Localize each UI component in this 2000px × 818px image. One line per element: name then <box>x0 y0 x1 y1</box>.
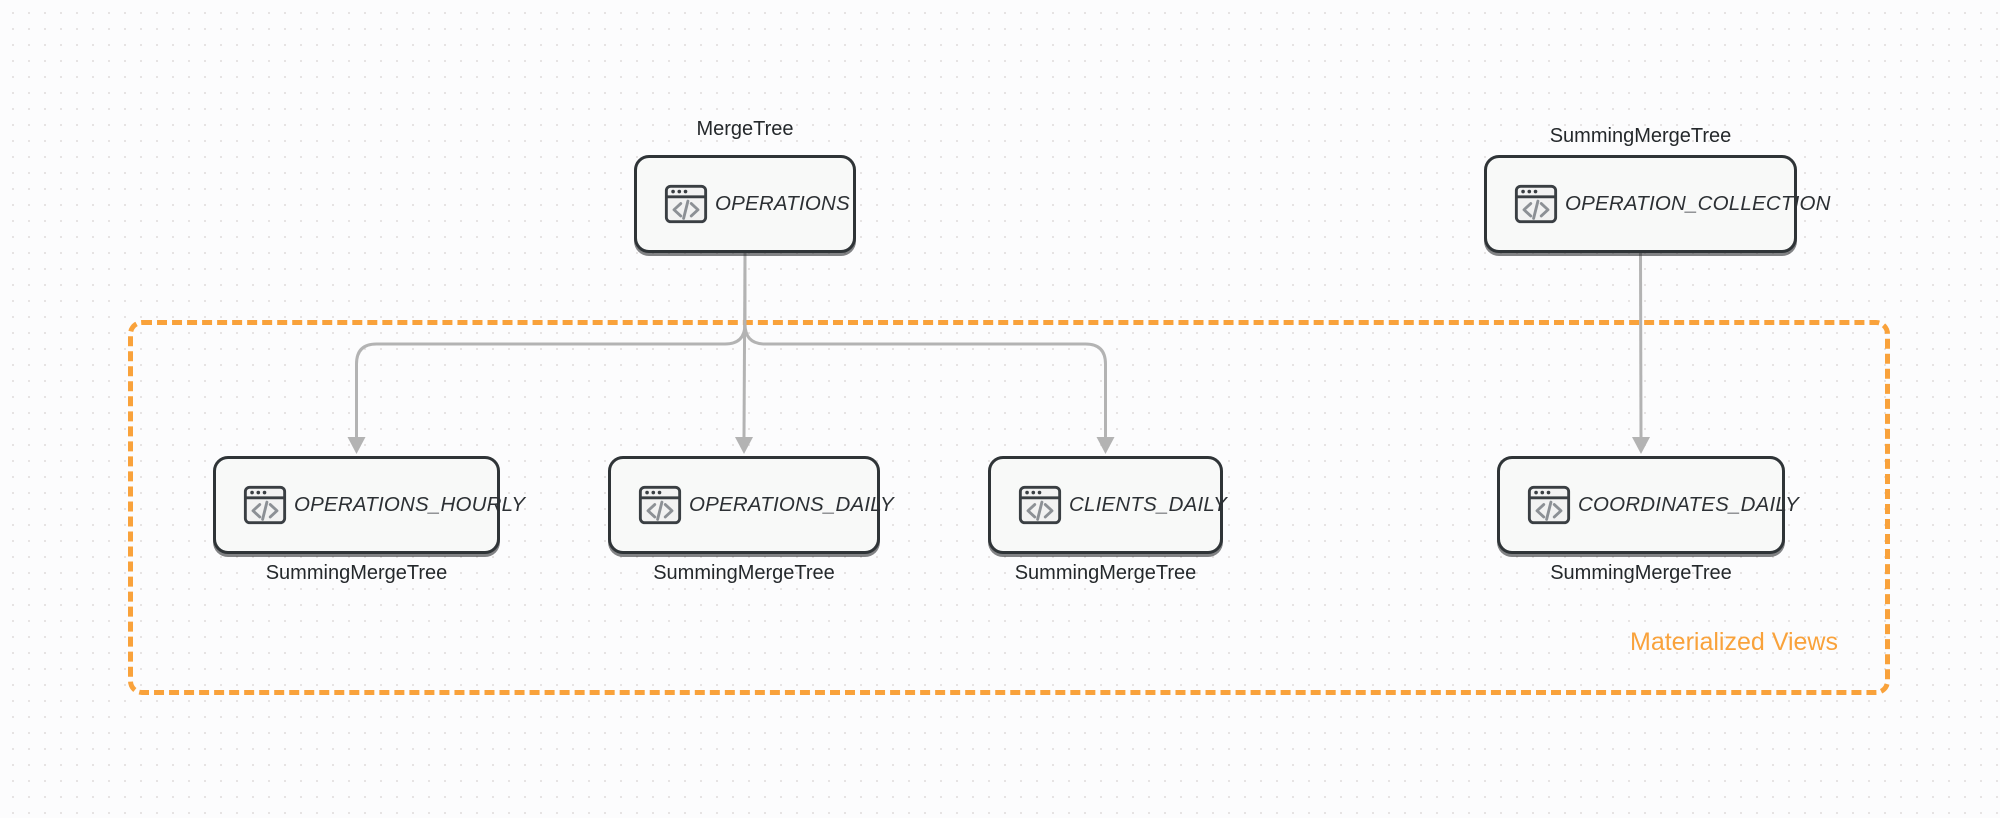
code-window-icon <box>243 485 287 525</box>
node-title: OPERATIONS_HOURLY <box>294 493 526 516</box>
code-window-icon <box>638 485 682 525</box>
code-window-icon-wrap <box>637 482 683 528</box>
node-title: COORDINATES_DAILY <box>1578 493 1799 516</box>
node-clients_daily[interactable]: CLIENTS_DAILY <box>988 456 1227 554</box>
code-window-icon-wrap <box>663 181 709 227</box>
node-title: OPERATION_COLLECTION <box>1565 192 1831 215</box>
node-operations_daily[interactable]: OPERATIONS_DAILY <box>608 456 894 554</box>
code-window-icon <box>1018 485 1062 525</box>
code-window-icon-wrap <box>1526 482 1572 528</box>
node-title: OPERATIONS_DAILY <box>689 493 894 516</box>
node-operations_hourly[interactable]: OPERATIONS_HOURLY <box>213 456 525 554</box>
code-window-icon <box>664 184 708 224</box>
code-window-icon <box>1514 184 1558 224</box>
engine-label-operations_daily: SummingMergeTree <box>653 562 835 584</box>
engine-label-operation_collection: SummingMergeTree <box>1549 125 1732 147</box>
code-window-icon <box>1527 485 1571 525</box>
engine-label-clients_daily: SummingMergeTree <box>1014 562 1197 584</box>
code-window-icon-wrap <box>1513 181 1559 227</box>
engine-label-coordinates_daily: SummingMergeTree <box>1550 562 1732 584</box>
node-title: CLIENTS_DAILY <box>1069 493 1227 516</box>
materialized-views-label: Materialized Views <box>1630 628 1838 656</box>
node-operation_collection[interactable]: OPERATION_COLLECTION <box>1484 155 1830 253</box>
engine-label-operations_hourly: SummingMergeTree <box>265 562 448 584</box>
engine-label-operations: MergeTree <box>696 118 794 140</box>
node-operations[interactable]: OPERATIONS <box>634 155 856 253</box>
code-window-icon-wrap <box>1017 482 1063 528</box>
node-title: OPERATIONS <box>715 192 850 215</box>
code-window-icon-wrap <box>242 482 288 528</box>
node-coordinates_daily[interactable]: COORDINATES_DAILY <box>1497 456 1799 554</box>
